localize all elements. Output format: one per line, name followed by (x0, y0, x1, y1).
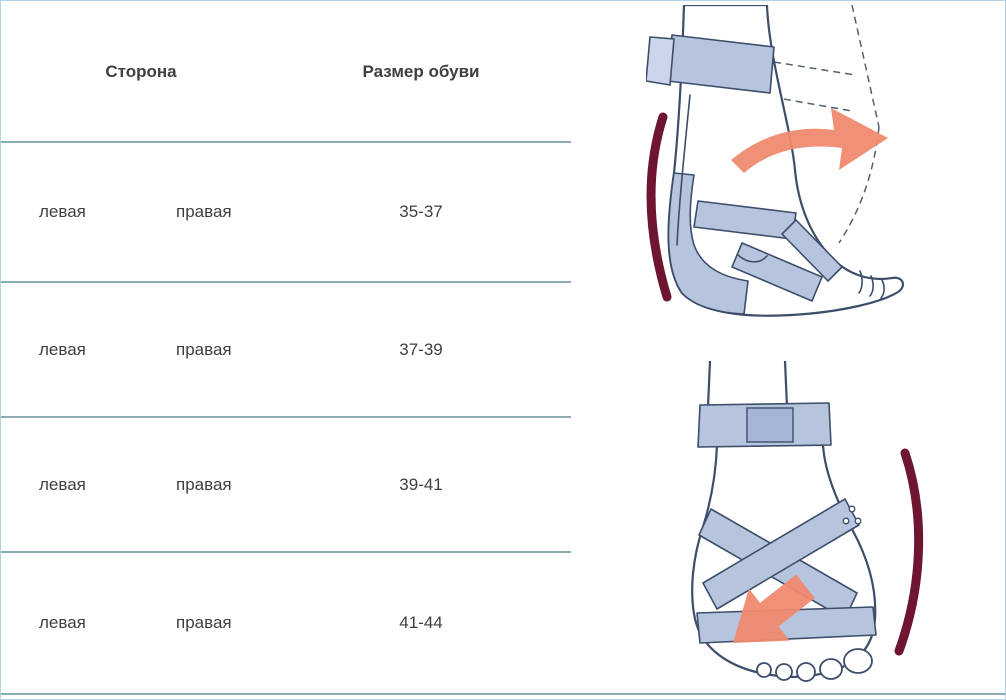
strap-snap-dot (842, 517, 850, 525)
side-right-label: правая (176, 475, 232, 494)
toe-line (880, 279, 885, 299)
dashed-guide-line (771, 96, 853, 112)
ankle-brace-side-view-illustration (646, 5, 905, 317)
row-separator (1, 416, 571, 418)
outward-rotation-arrow-icon (731, 108, 888, 173)
side-left-label: левая (39, 613, 86, 632)
back-splint-line (676, 94, 691, 246)
inward-rotation-arrow-icon (733, 574, 815, 643)
heel-crease-line (737, 254, 768, 263)
side-left-label: левая (39, 340, 86, 359)
leg-line (783, 361, 789, 409)
shoe-size-value: 41-44 (399, 613, 443, 632)
shoe-size-value: 37-39 (399, 340, 443, 359)
bottom-border-line (1, 693, 1005, 695)
big-toe (843, 648, 873, 674)
toe-line (858, 270, 863, 294)
column-header-side: Сторона (105, 62, 177, 81)
shoe-size-value: 39-41 (399, 475, 443, 494)
side-right-label: правая (176, 340, 232, 359)
cross-strap (702, 498, 860, 610)
row-separator (1, 281, 571, 283)
toe (796, 662, 816, 682)
side-right-label: правая (176, 613, 232, 632)
column-header-shoe-size: Размер обуви (362, 62, 480, 81)
corrective-pressure-line (646, 112, 672, 302)
row-separator (1, 551, 571, 553)
toe (756, 662, 772, 678)
dashed-guide-line (851, 5, 880, 128)
toe (819, 658, 843, 680)
toe-line (869, 275, 874, 297)
cuff-velcro-pad (746, 407, 794, 443)
instep-strap (731, 242, 823, 302)
heel-cup (667, 172, 749, 315)
strap-snap-dot (854, 517, 862, 525)
row-separator (1, 141, 571, 143)
toe (775, 663, 793, 681)
corrective-pressure-line (894, 448, 924, 656)
cross-strap (781, 219, 843, 282)
side-left-label: левая (39, 475, 86, 494)
strap-snap-dot (848, 505, 856, 513)
cuff-velcro-tab (646, 36, 675, 86)
side-right-label: правая (176, 202, 232, 221)
ankle-brace-front-view-illustration (691, 361, 924, 682)
side-left-label: левая (39, 202, 86, 221)
leg-line (706, 361, 712, 409)
dashed-guide-line (773, 61, 856, 76)
shoe-size-value: 35-37 (399, 202, 443, 221)
